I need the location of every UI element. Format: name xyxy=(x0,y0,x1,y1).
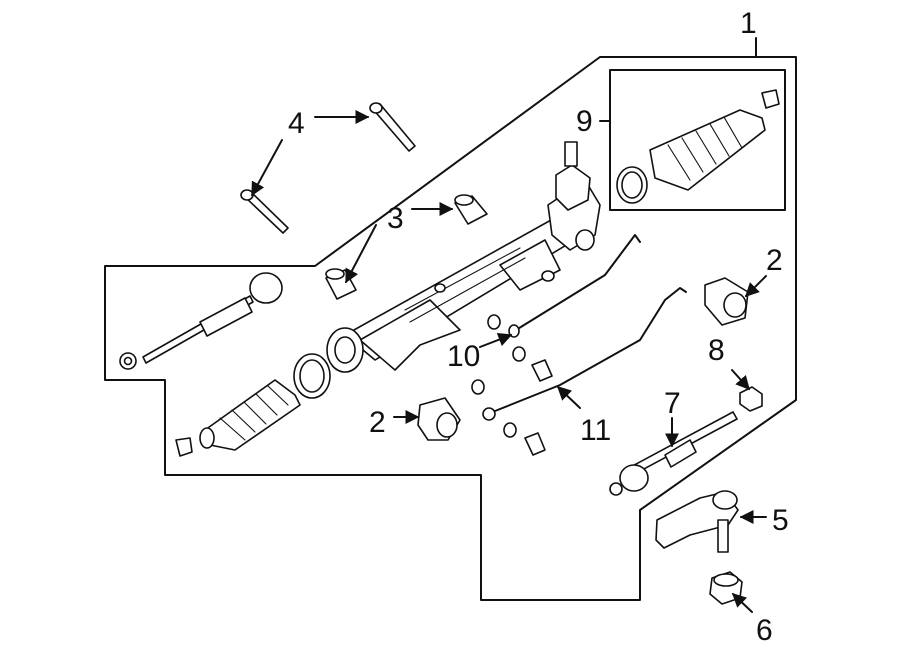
jam-nut xyxy=(739,386,763,412)
leader-6 xyxy=(731,593,753,613)
outer-tie-rod xyxy=(609,411,738,496)
callout-5: 5 xyxy=(772,504,789,537)
steering-rack-housing xyxy=(326,141,601,373)
callout-11: 11 xyxy=(580,414,611,447)
assembly-boundary xyxy=(104,56,797,601)
callout-9: 9 xyxy=(576,105,593,138)
mounting-bolt-lower xyxy=(240,189,289,234)
mounting-bolt-upper xyxy=(369,102,416,152)
boot-kit xyxy=(616,89,780,204)
callout-8: 8 xyxy=(708,334,725,367)
callout-6: 6 xyxy=(756,614,773,647)
line-fitting-bolts xyxy=(524,359,553,456)
insulator-lower xyxy=(417,397,461,441)
bushing-upper xyxy=(454,194,488,225)
insulator-right xyxy=(704,277,749,326)
leader-2b xyxy=(745,275,767,297)
callout-2-right: 2 xyxy=(766,244,783,277)
leader-11 xyxy=(556,386,581,409)
inner-tie-rod-left xyxy=(119,272,283,370)
o-rings xyxy=(471,314,526,438)
callout-3: 3 xyxy=(387,202,404,235)
leader-3b xyxy=(345,224,377,284)
leader-4b xyxy=(251,139,283,197)
callout-1: 1 xyxy=(740,7,757,40)
leader-8 xyxy=(731,369,750,391)
callout-2-lower: 2 xyxy=(369,406,386,439)
leader-10 xyxy=(479,333,513,348)
callout-10: 10 xyxy=(447,340,480,373)
inset-box-boot-kit xyxy=(609,69,786,211)
rack-boot-left xyxy=(175,353,331,457)
callout-4: 4 xyxy=(288,107,305,140)
return-line xyxy=(482,287,687,421)
callout-7: 7 xyxy=(664,387,681,420)
tie-rod-end xyxy=(655,490,739,553)
